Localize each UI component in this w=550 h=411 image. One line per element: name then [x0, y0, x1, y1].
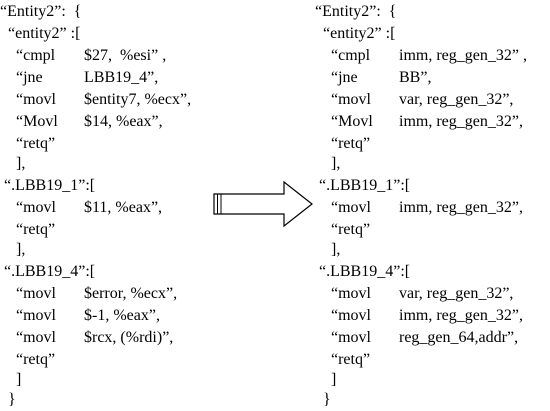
left-line-opcode: “movl: [16, 199, 56, 216]
right-code-line: “movl reg_gen_64,addr”,: [331, 328, 518, 348]
right-line-operands: reg_gen_64,addr”,: [399, 329, 519, 346]
right-line-opcode: ],: [331, 241, 341, 258]
right-line-opcode: “retq”: [331, 351, 371, 368]
right-arrow-icon: [213, 180, 313, 228]
left-line-operands: $14, %eax”,: [84, 113, 163, 130]
left-line-opcode: “movl: [16, 91, 56, 108]
left-line-opcode: ]: [16, 371, 22, 388]
left-line-operands: $27, %esi” ,: [84, 47, 167, 64]
left-code-line: “movl $entity7, %ecx”,: [16, 90, 191, 110]
right-line-operands: var, reg_gen_32”,: [399, 285, 514, 302]
right-line-opcode: “movl: [331, 199, 371, 216]
right-line-opcode: “Entity2”: {: [315, 3, 397, 20]
right-line-opcode: “entity2” :[: [323, 25, 396, 42]
right-code-line: “movl imm, reg_gen_32”,: [331, 198, 523, 218]
left-code-line: “entity2” :[: [8, 24, 80, 44]
left-line-opcode: “movl: [16, 329, 56, 346]
right-code-line: ]: [331, 370, 336, 390]
right-line-opcode: “cmpl: [331, 47, 371, 64]
right-line-opcode: }: [323, 391, 331, 408]
left-line-opcode: “Entity2”: {: [0, 3, 82, 20]
left-line-opcode: “.LBB19_4”:[: [4, 263, 96, 280]
right-line-operands: BB”,: [399, 69, 432, 86]
right-code-line: “cmpl imm, reg_gen_32” ,: [331, 46, 527, 66]
left-line-opcode: “cmpl: [16, 47, 56, 64]
right-code-line: “Entity2”: {: [315, 2, 396, 22]
left-line-opcode: “retq”: [16, 135, 56, 152]
left-line-opcode: }: [8, 391, 16, 408]
right-code-line: “entity2” :[: [323, 24, 395, 44]
right-line-operands: imm, reg_gen_32”,: [399, 307, 523, 324]
left-line-opcode: ],: [16, 155, 26, 172]
right-code-line: “Movl imm, reg_gen_32”,: [331, 112, 523, 132]
right-code-line: “movl var, reg_gen_32”,: [331, 284, 513, 304]
left-code-line: “.LBB19_4”:[: [4, 262, 95, 282]
right-line-opcode: “movl: [331, 329, 371, 346]
left-code-line: “cmpl $27, %esi” ,: [16, 46, 166, 66]
right-line-opcode: “retq”: [331, 135, 371, 152]
left-line-opcode: “movl: [16, 285, 56, 302]
left-code-line: ]: [16, 370, 21, 390]
left-code-line: ],: [16, 154, 25, 174]
left-code-line: “Movl $14, %eax”,: [16, 112, 163, 132]
left-line-operands: LBB19_4”,: [84, 69, 159, 86]
left-line-opcode: “jne: [16, 69, 43, 86]
transform-arrow: [212, 180, 314, 228]
right-line-opcode: “Movl: [331, 113, 373, 130]
left-line-opcode: “.LBB19_1”:[: [4, 177, 96, 194]
left-line-operands: $-1, %eax”,: [84, 307, 160, 324]
right-code-line: ],: [331, 154, 340, 174]
right-line-operands: imm, reg_gen_32”,: [399, 113, 523, 130]
right-line-opcode: “retq”: [331, 221, 371, 238]
left-line-operands: $error, %ecx”,: [84, 285, 178, 302]
left-line-opcode: “retq”: [16, 221, 56, 238]
original-assembly-code-panel: “Entity2”: { “entity2” :[ “cmpl $27, %esi” …: [0, 0, 230, 411]
right-code-line: “movl var, reg_gen_32”,: [331, 90, 513, 110]
right-line-operands: imm, reg_gen_32” ,: [399, 47, 527, 64]
left-line-opcode: “movl: [16, 307, 56, 324]
left-code-line: “movl $-1, %eax”,: [16, 306, 160, 326]
left-line-operands: $entity7, %ecx”,: [84, 91, 192, 108]
left-line-opcode: ],: [16, 241, 26, 258]
left-code-line: “Entity2”: {: [0, 2, 81, 22]
right-code-line: “.LBB19_1”:[: [319, 176, 410, 196]
right-line-opcode: “.LBB19_1”:[: [319, 177, 411, 194]
left-code-line: “movl $rcx, (%rdi)”,: [16, 328, 173, 348]
left-line-operands: $11, %eax”,: [84, 199, 163, 216]
right-code-line: }: [323, 390, 331, 410]
left-code-line: “retq”: [16, 350, 55, 370]
left-code-line: “retq”: [16, 134, 55, 154]
right-code-line: “movl imm, reg_gen_32”,: [331, 306, 523, 326]
right-code-line: “.LBB19_4”:[: [319, 262, 410, 282]
left-code-line: “jne LBB19_4”,: [16, 68, 158, 88]
arrow-outline: [213, 180, 313, 228]
left-code-line: “movl $error, %ecx”,: [16, 284, 177, 304]
right-code-line: “retq”: [331, 134, 370, 154]
left-code-line: “.LBB19_1”:[: [4, 176, 95, 196]
right-code-line: “jne BB”,: [331, 68, 431, 88]
right-code-line: ],: [331, 240, 340, 260]
right-line-opcode: “movl: [331, 285, 371, 302]
left-code-line: ],: [16, 240, 25, 260]
left-code-line: “movl $11, %eax”,: [16, 198, 162, 218]
left-code-line: “retq”: [16, 220, 55, 240]
left-line-opcode: “Movl: [16, 113, 58, 130]
normalized-assembly-code-panel: “Entity2”: { “entity2” :[ “cmpl imm, reg_ge…: [315, 0, 545, 411]
left-line-opcode: “entity2” :[: [8, 25, 81, 42]
right-line-opcode: “.LBB19_4”:[: [319, 263, 411, 280]
right-line-opcode: “jne: [331, 69, 358, 86]
right-line-opcode: “movl: [331, 307, 371, 324]
right-line-opcode: “movl: [331, 91, 371, 108]
right-line-opcode: ]: [331, 371, 337, 388]
right-line-opcode: ],: [331, 155, 341, 172]
right-code-line: “retq”: [331, 220, 370, 240]
left-code-line: }: [8, 390, 16, 410]
right-code-line: “retq”: [331, 350, 370, 370]
right-line-operands: var, reg_gen_32”,: [399, 91, 514, 108]
left-line-operands: $rcx, (%rdi)”,: [84, 329, 174, 346]
left-line-opcode: “retq”: [16, 351, 56, 368]
right-line-operands: imm, reg_gen_32”,: [399, 199, 523, 216]
